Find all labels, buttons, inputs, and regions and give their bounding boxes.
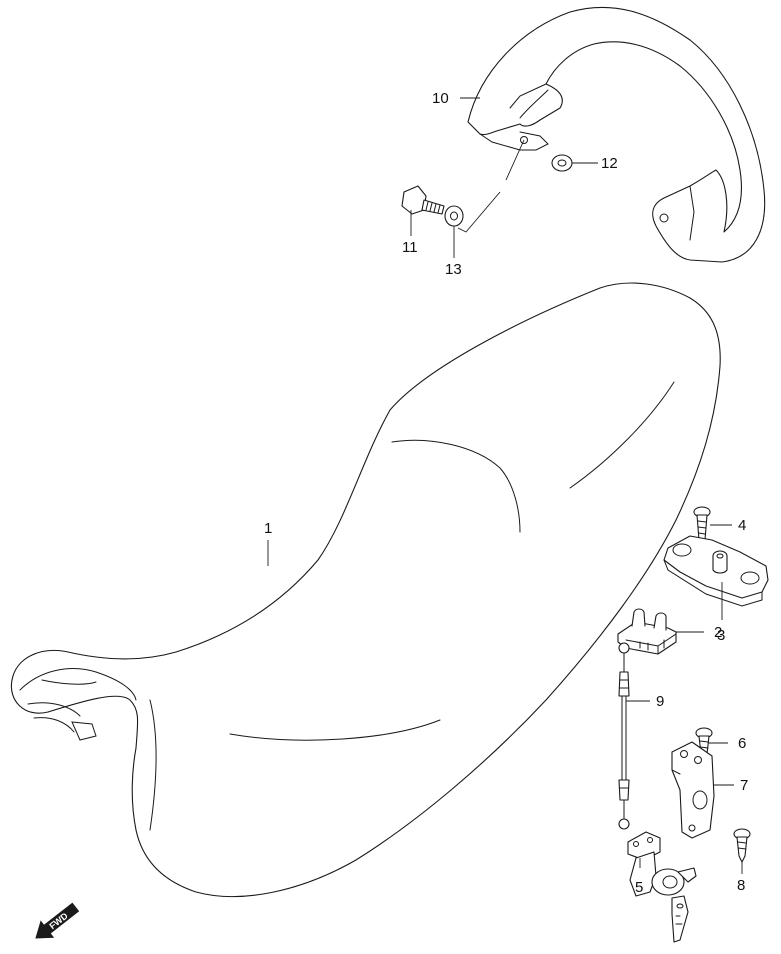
bracket-3-part	[663, 535, 769, 607]
plate-7-part	[671, 741, 715, 839]
leader-lines	[267, 97, 743, 874]
label-part-5: 5	[635, 879, 643, 896]
label-part-12: 12	[601, 155, 618, 172]
label-part-10: 10	[432, 90, 449, 107]
bolt-11-part	[401, 185, 445, 215]
label-part-4: 4	[738, 517, 746, 534]
cushion-2-part	[617, 608, 677, 655]
label-part-7: 7	[740, 777, 748, 794]
assembly-line	[457, 139, 525, 233]
label-part-8: 8	[737, 877, 745, 894]
label-part-11: 11	[402, 239, 418, 256]
label-part-9: 9	[656, 693, 664, 710]
washer-13-part	[444, 205, 464, 227]
label-part-6: 6	[738, 735, 746, 752]
seat-part	[10, 282, 721, 898]
part-labels: 1 2 3 4 5 6 7 8 9 10 11 12 13	[264, 90, 748, 896]
fwd-arrow-icon: FWD	[35, 902, 80, 939]
washer-12-part	[551, 154, 573, 172]
label-part-1: 1	[264, 520, 272, 537]
label-part-2: 2	[714, 624, 722, 641]
label-part-3: 3	[717, 627, 725, 644]
screw-8-part	[733, 828, 751, 863]
cable-9-part	[618, 642, 630, 830]
seat-lock-5-part	[627, 831, 697, 943]
grab-handle-part	[467, 6, 766, 263]
label-part-13: 13	[445, 261, 462, 278]
